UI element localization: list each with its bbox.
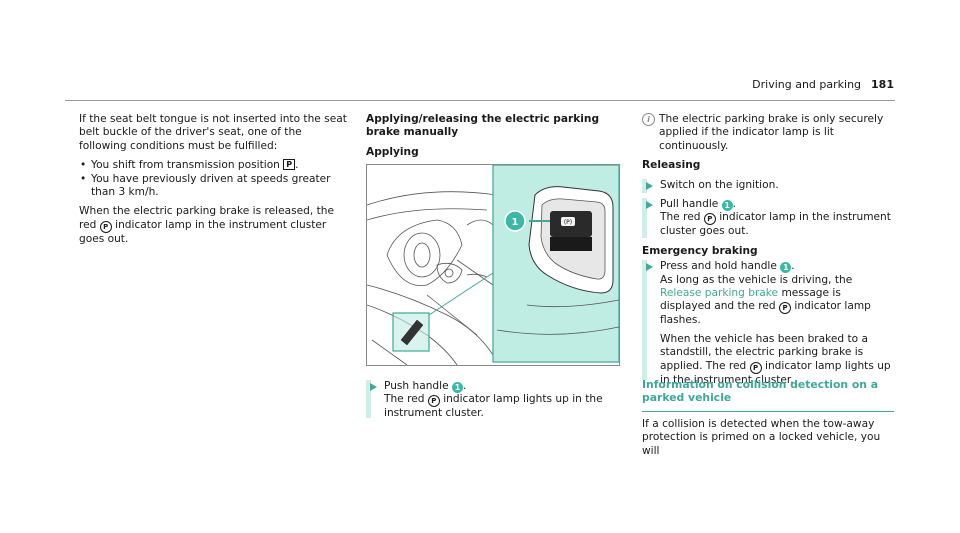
release-paragraph: When the electric parking brake is relea…	[79, 205, 347, 246]
list-item: You have previously driven at speeds gre…	[79, 173, 347, 200]
step-text: Press and hold handle	[660, 260, 777, 273]
step-text-end: .	[791, 260, 795, 273]
page-header: Driving and parking 181	[752, 78, 894, 91]
column-1: If the seat belt tongue is not inserted …	[79, 113, 347, 252]
parking-brake-indicator-icon: P	[703, 213, 716, 226]
step-arrow-icon	[646, 201, 653, 210]
collision-section-title: Information on collision detection on a …	[642, 378, 878, 404]
step-text-end: .	[732, 198, 737, 211]
intro-paragraph: If the seat belt tongue is not inserted …	[79, 113, 347, 152]
emergency-step: Press and hold handle 1. As long as the …	[642, 260, 894, 387]
list-item: You shift from transmission position P.	[79, 159, 347, 173]
parking-brake-indicator-icon: P	[749, 361, 762, 374]
release-step-1: Switch on the ignition.	[642, 178, 894, 193]
step-text: Pull handle	[660, 198, 719, 211]
handle-number-badge: 1	[452, 382, 463, 393]
parking-brake-figure: (P) 1	[366, 164, 620, 366]
step-bar	[642, 178, 647, 193]
collision-paragraph: If a collision is detected when the tow-…	[642, 418, 881, 457]
step-text: When the vehicle has been braked to a st…	[660, 332, 869, 372]
step-bar	[642, 260, 647, 381]
releasing-heading: Releasing	[642, 159, 701, 172]
step-text-end: indicator lamp lights up in the instrume…	[384, 393, 603, 420]
paragraph-text-end: indicator lamp in the instrument cluster…	[79, 218, 327, 245]
release-parking-brake-message: Release parking brake	[660, 287, 779, 300]
header-divider	[65, 100, 895, 101]
callout-number: 1	[512, 217, 519, 228]
handle-number-badge: 1	[721, 200, 733, 212]
step-arrow-icon	[646, 181, 653, 190]
step-content: Push handle 1. The red P indicator lamp …	[366, 380, 618, 421]
release-step-2: Pull handle 1. The red P indicator lamp …	[642, 198, 894, 239]
step-text-end: indicator lamp flashes.	[660, 300, 871, 327]
step-text: As long as the vehicle is driving, the	[660, 273, 853, 286]
section-divider	[642, 411, 894, 412]
column-3: i The electric parking brake is only sec…	[642, 113, 894, 387]
step-text: The red	[384, 393, 425, 406]
section-heading: Applying/releasing the electric parking …	[366, 113, 600, 139]
parking-brake-indicator-icon: P	[427, 395, 440, 408]
step-text: Switch on the ignition.	[660, 178, 779, 191]
parking-brake-indicator-icon: P	[779, 302, 792, 315]
switch-symbol: (P)	[564, 219, 572, 226]
step-arrow-icon	[370, 383, 377, 391]
bullet-text-end: .	[295, 159, 299, 172]
step-text: message is displayed and the red	[660, 287, 841, 313]
step-text: The red	[660, 211, 701, 224]
parking-brake-indicator-icon: P	[99, 220, 112, 233]
transmission-p-symbol: P	[283, 159, 296, 171]
collision-section: Information on collision detection on a …	[642, 378, 894, 404]
subheading-applying: Applying	[366, 145, 419, 158]
info-note: i The electric parking brake is only sec…	[642, 113, 894, 153]
step-bar	[642, 198, 647, 239]
bullet-text: You shift from transmission position	[91, 159, 280, 172]
paragraph-text: When the electric parking brake is relea…	[79, 205, 334, 231]
column-2: Applying/releasing the electric parking …	[366, 113, 618, 159]
step-bar	[366, 380, 371, 418]
step-text-end: indicator lamp lights up in the instrume…	[660, 359, 891, 386]
step-text-end: indicator lamp in the instrument cluster…	[660, 211, 891, 238]
condition-list: You shift from transmission position P. …	[79, 159, 347, 199]
step-text: Push handle	[384, 380, 449, 392]
dashboard-illustration: (P) 1	[367, 165, 619, 365]
emergency-heading: Emergency braking	[642, 244, 758, 257]
step-content: Press and hold handle 1. As long as the …	[642, 260, 894, 387]
info-icon: i	[642, 113, 655, 126]
page-number: 181	[871, 78, 894, 91]
handle-number-badge: 1	[780, 262, 792, 274]
step-text-end: .	[463, 380, 467, 392]
step-arrow-icon	[646, 263, 653, 272]
step-content: Pull handle 1. The red P indicator lamp …	[642, 198, 894, 239]
header-section-title: Driving and parking	[752, 78, 862, 91]
applying-step: Push handle 1. The red P indicator lamp …	[366, 380, 618, 421]
info-text: The electric parking brake is only secur…	[659, 113, 884, 152]
